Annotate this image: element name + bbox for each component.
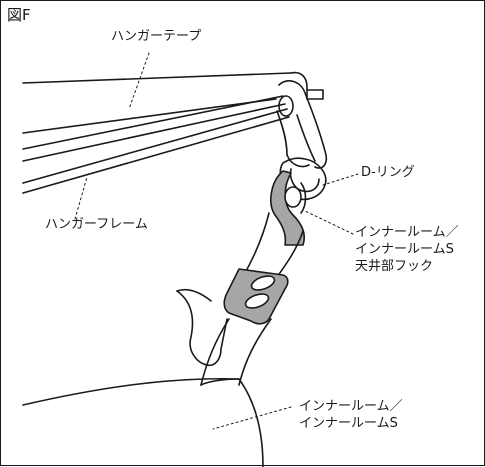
label-hanger-tape: ハンガーテープ — [111, 29, 202, 44]
label-inner-room-line1: インナールーム／ — [299, 399, 403, 414]
fabric-flap — [176, 288, 228, 367]
hanger-frame — [22, 89, 324, 194]
leader-lines — [74, 52, 359, 430]
inner-room-body — [22, 377, 264, 467]
label-ceiling-hook-line2: インナールームS — [355, 242, 454, 257]
figure-title: 図F — [7, 6, 31, 24]
label-hanger-frame: ハンガーフレーム — [45, 217, 148, 232]
label-d-ring: D-リング — [361, 165, 415, 180]
label-inner-room-line2: インナールームS — [299, 416, 398, 431]
hanger-tape — [22, 71, 308, 134]
label-ceiling-hook-line1: インナールーム／ — [355, 225, 459, 240]
frame-hook — [276, 80, 328, 169]
buckle — [223, 268, 289, 325]
label-ceiling-hook-line3: 天井部フック — [355, 259, 434, 274]
ceiling-hook — [270, 170, 307, 246]
